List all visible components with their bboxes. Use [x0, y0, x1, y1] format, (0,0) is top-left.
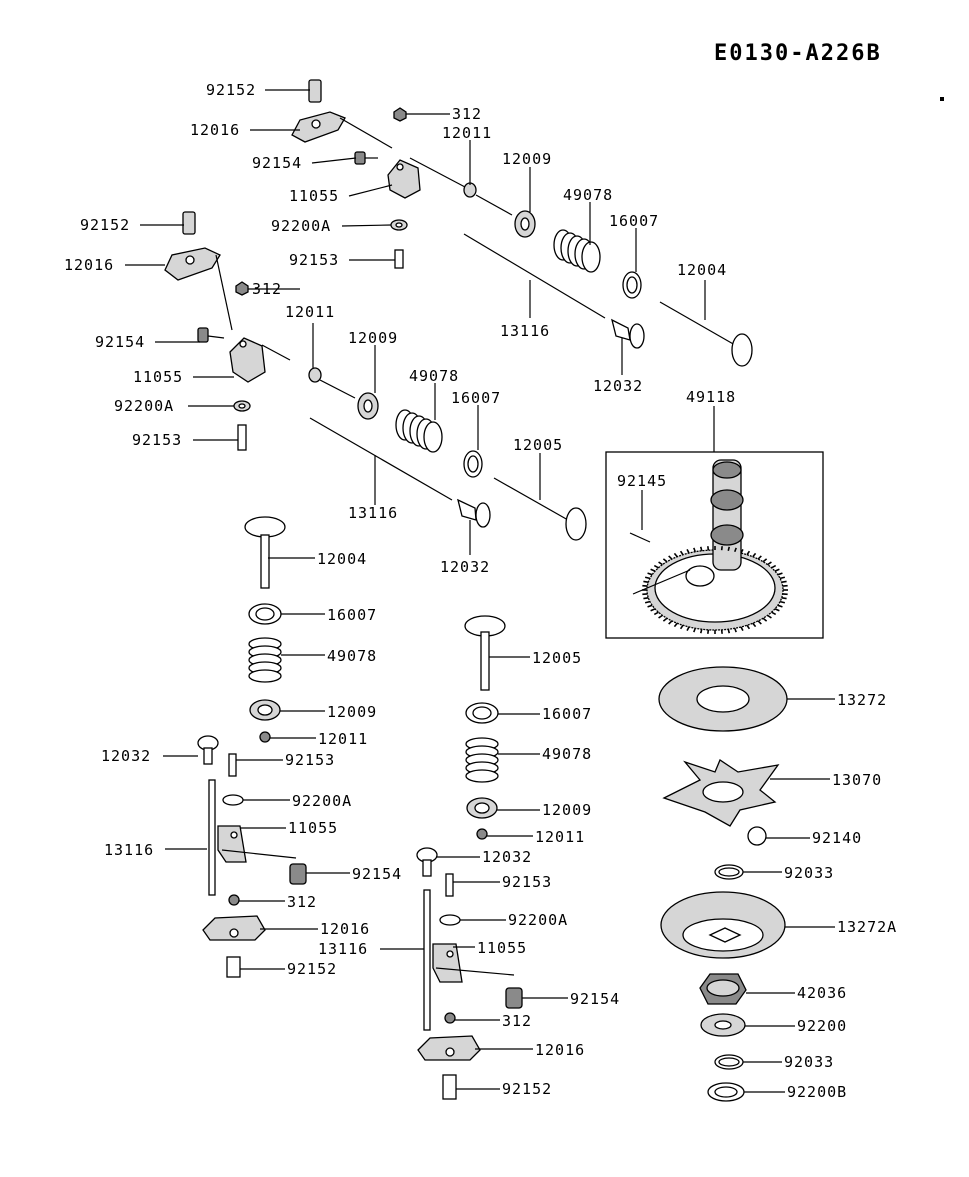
diagram-code: E0130-A226B [714, 41, 882, 66]
label-49078: 49078 [409, 367, 459, 385]
cap-12011-a [463, 182, 477, 198]
valve-12005-b [565, 507, 587, 541]
collar-92152-a [308, 79, 322, 103]
collar-92152-b [182, 211, 196, 235]
label-12016: 12016 [320, 920, 370, 938]
label-11055: 11055 [289, 187, 339, 205]
label-11055: 11055 [288, 819, 338, 837]
bolt-92154-b [197, 327, 209, 343]
corner-dot [940, 97, 944, 101]
lower-rocker-assembly [164, 211, 587, 541]
label-92154: 92154 [95, 333, 145, 351]
label-11055: 11055 [477, 939, 527, 957]
label-12005: 12005 [513, 436, 563, 454]
cap-12011-b [308, 367, 322, 383]
label-12016: 12016 [190, 121, 240, 139]
ball-92140 [747, 826, 767, 846]
label-12032: 12032 [440, 558, 490, 576]
label-92153: 92153 [289, 251, 339, 269]
label-49078: 49078 [563, 186, 613, 204]
label-92033: 92033 [784, 864, 834, 882]
label-42036: 42036 [797, 984, 847, 1002]
label-13272: 13272 [837, 691, 887, 709]
label-92145: 92145 [617, 472, 667, 490]
label-92140: 92140 [812, 829, 862, 847]
left-valve-stack [197, 516, 307, 978]
label-12004: 12004 [317, 550, 367, 568]
label-12032: 12032 [101, 747, 151, 765]
label-92152: 92152 [287, 960, 337, 978]
label-92200B: 92200B [787, 1083, 847, 1101]
leader-lines [125, 89, 835, 1093]
label-13116: 13116 [104, 841, 154, 859]
label-12009: 12009 [348, 329, 398, 347]
label-12016: 12016 [535, 1041, 585, 1059]
label-92200: 92200 [797, 1017, 847, 1035]
label-92153: 92153 [285, 751, 335, 769]
tappet-12032-a [611, 318, 631, 341]
label-13272A: 13272A [837, 918, 897, 936]
label-92200A: 92200A [508, 911, 568, 929]
label-12009: 12009 [327, 703, 377, 721]
label-12009: 12009 [542, 801, 592, 819]
label-92033: 92033 [784, 1053, 834, 1071]
label-92200A: 92200A [292, 792, 352, 810]
label-12011: 12011 [442, 124, 492, 142]
valve-12004-a [731, 333, 753, 367]
part-labels: 92152 12016 92154 11055 92200A 92153 312… [64, 81, 897, 1101]
label-16007: 16007 [609, 212, 659, 230]
governor-stack [658, 666, 788, 1102]
nut-312-a [393, 107, 407, 122]
label-12016: 12016 [64, 256, 114, 274]
label-16007: 16007 [542, 705, 592, 723]
label-92154: 92154 [352, 865, 402, 883]
label-92152: 92152 [80, 216, 130, 234]
label-12032: 12032 [482, 848, 532, 866]
guide-11055-a [387, 159, 421, 199]
label-92154: 92154 [252, 154, 302, 172]
label-12009: 12009 [502, 150, 552, 168]
bolt-92154-a [354, 151, 366, 165]
label-12011: 12011 [535, 828, 585, 846]
label-312: 312 [252, 280, 282, 298]
rocker-arm-12016-b [164, 247, 221, 281]
stud-92153-a [394, 249, 404, 269]
label-13070: 13070 [832, 771, 882, 789]
spring-49078-a [553, 229, 601, 273]
cam-gear-teeth [642, 546, 788, 634]
label-16007: 16007 [327, 606, 377, 624]
stud-92153-b [237, 424, 247, 451]
label-12011: 12011 [285, 303, 335, 321]
label-312: 312 [287, 893, 317, 911]
label-312: 312 [502, 1012, 532, 1030]
label-92152: 92152 [502, 1080, 552, 1098]
label-312: 312 [452, 105, 482, 123]
label-11055: 11055 [133, 368, 183, 386]
label-92200A: 92200A [271, 217, 331, 235]
label-12011: 12011 [318, 730, 368, 748]
label-92200A: 92200A [114, 397, 174, 415]
spring-49078-b [395, 409, 443, 453]
middle-valve-stack [416, 615, 523, 1100]
label-92152: 92152 [206, 81, 256, 99]
upper-rocker-assembly [291, 79, 753, 367]
label-92154: 92154 [570, 990, 620, 1008]
label-16007: 16007 [451, 389, 501, 407]
label-92153: 92153 [502, 873, 552, 891]
guide-11055-b [229, 337, 266, 383]
label-13116: 13116 [348, 504, 398, 522]
label-49078: 49078 [542, 745, 592, 763]
tappet-12032-b [457, 498, 477, 521]
label-92153: 92153 [132, 431, 182, 449]
label-49118: 49118 [686, 388, 736, 406]
label-13116: 13116 [500, 322, 550, 340]
label-12005: 12005 [532, 649, 582, 667]
camshaft-49118 [605, 406, 824, 639]
label-49078: 49078 [327, 647, 377, 665]
label-12032: 12032 [593, 377, 643, 395]
label-13116: 13116 [318, 940, 368, 958]
label-12004: 12004 [677, 261, 727, 279]
nut-312-b [235, 281, 249, 296]
